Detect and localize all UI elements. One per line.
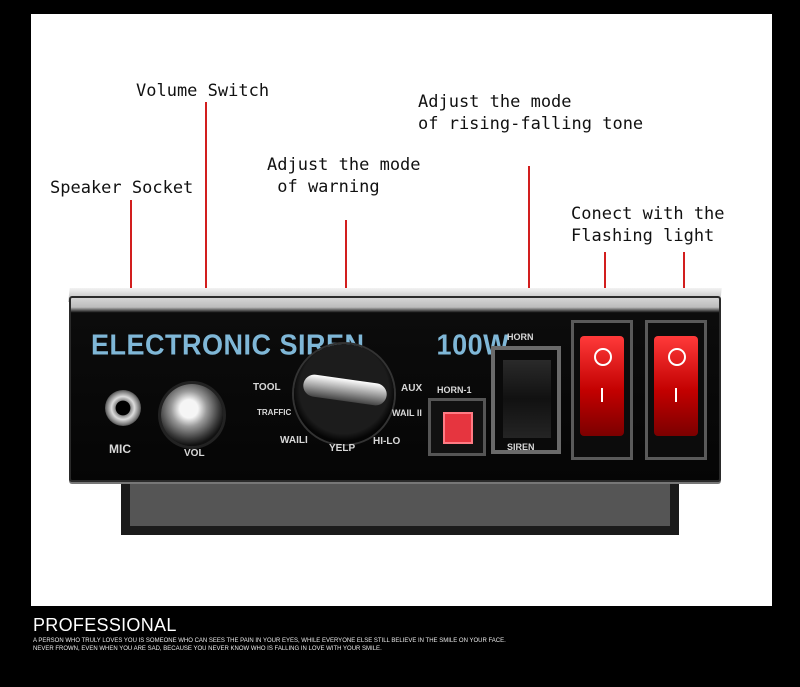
label-tool: TOOL bbox=[253, 382, 281, 393]
power-off-symbol bbox=[668, 348, 686, 366]
mic-socket[interactable] bbox=[105, 390, 141, 426]
label-vol: VOL bbox=[184, 448, 205, 459]
label-wail2: WAIL II bbox=[392, 408, 422, 418]
light-switch-left[interactable] bbox=[580, 336, 624, 436]
footer-tagline-2: NEVER FROWN, EVEN WHEN YOU ARE SAD, BECA… bbox=[33, 646, 382, 652]
power-off-symbol bbox=[594, 348, 612, 366]
label-aux: AUX bbox=[401, 383, 423, 394]
annotation-warning-mode: Adjust the mode of warning bbox=[267, 155, 421, 197]
horn1-button[interactable] bbox=[443, 412, 473, 444]
label-waili: WAILI bbox=[280, 435, 308, 446]
leader-line-tone bbox=[528, 166, 530, 316]
label-mic: MIC bbox=[109, 442, 131, 456]
label-yelp: YELP bbox=[329, 443, 356, 454]
horn-siren-switch[interactable] bbox=[503, 360, 551, 438]
product-photo: Volume Switch Speaker Socket Adjust the … bbox=[31, 14, 772, 606]
label-siren: SIREN bbox=[507, 442, 535, 452]
leader-line-volume bbox=[205, 102, 207, 384]
label-horn1: HORN-1 bbox=[437, 385, 472, 395]
leader-line-warning bbox=[345, 220, 347, 330]
power-on-symbol bbox=[601, 388, 603, 402]
label-horn: HORN bbox=[507, 332, 534, 342]
light-switch-right[interactable] bbox=[654, 336, 698, 436]
annotation-volume-switch: Volume Switch bbox=[136, 81, 270, 101]
footer-tagline-1: A PERSON WHO TRULY LOVES YOU IS SOMEONE … bbox=[33, 638, 506, 644]
annotation-flashing-light: Conect with the Flashing light bbox=[571, 204, 725, 246]
label-hilo: HI-LO bbox=[373, 436, 401, 447]
power-on-symbol bbox=[675, 388, 677, 402]
annotation-tone-mode: Adjust the mode of rising-falling tone bbox=[418, 92, 644, 134]
label-traffic: TRAFFIC bbox=[257, 408, 292, 417]
panel-title: ELECTRONIC SIREN 100W bbox=[91, 329, 510, 361]
annotation-speaker-socket: Speaker Socket bbox=[50, 178, 194, 198]
mounting-bracket bbox=[121, 484, 679, 535]
footer-title: PROFESSIONAL bbox=[33, 615, 177, 635]
volume-knob[interactable] bbox=[161, 384, 223, 446]
